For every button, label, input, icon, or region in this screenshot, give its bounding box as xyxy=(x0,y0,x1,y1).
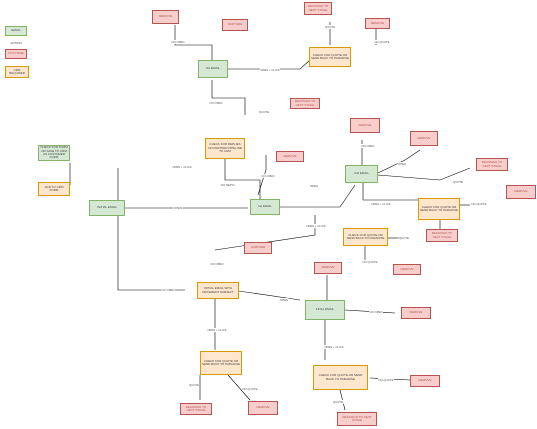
node-check-reply: CHECK FOR REPLIES ON PARTNER PIPELINE TO… xyxy=(205,138,245,159)
node-remove-final: REMOVE xyxy=(401,307,431,319)
edge-label: OPEN + CLICK xyxy=(259,68,281,72)
node-nurture-top: NURTURE xyxy=(222,19,248,31)
edge-label: OPEN xyxy=(397,162,407,166)
edge-label: NO REPLY xyxy=(220,183,236,187)
edge-label: QUOTE xyxy=(332,400,344,404)
legend-outcome: OUTCOME xyxy=(5,49,27,59)
node-nurture-mid: NURTURE xyxy=(244,242,272,254)
node-next-stage-r2: REASSIGN TO NEXT STAGE xyxy=(426,229,458,242)
node-remove-top-right: REMOVE xyxy=(365,18,390,29)
node-initial-email: INITIAL EMAIL xyxy=(89,200,125,216)
edge-label: NO QUOTE xyxy=(374,40,390,44)
connector xyxy=(362,183,420,201)
edge-label: OPEN + CLICK xyxy=(323,345,345,349)
edge-label: NO OPEN xyxy=(210,262,224,266)
edge-label: OPEN + CLICK xyxy=(206,328,228,332)
connector xyxy=(377,167,471,181)
node-remove-br: REMOVE xyxy=(410,375,440,387)
node-check-quote-br: CHECK FOR QUOTE OR SEND BACK TO PARADISE xyxy=(313,365,368,390)
node-add-crm: ADD TO CRM FORM xyxy=(38,182,70,196)
edge-label: NO OPEN xyxy=(261,174,275,178)
edge-label: NO OPEN xyxy=(171,40,185,44)
connector xyxy=(257,155,267,196)
node-2nd-email: 2nd EMAIL xyxy=(345,165,378,183)
node-next-stage-mid: REASSIGN TO NEXT STAGE xyxy=(290,98,320,109)
connector xyxy=(231,289,301,301)
edge-label: NO QUOTE xyxy=(378,378,394,382)
node-check-quote-r: CHECK FOR QUOTE OR SEND BACK TO PARADISE xyxy=(418,198,460,220)
edge-label: OPEN + CLICK xyxy=(171,165,193,169)
node-next-stage-bl: REASSIGN TO NEXT STAGE xyxy=(180,403,212,415)
edge-label: NO OPEN xyxy=(209,101,223,105)
legend-email: EMAIL xyxy=(5,26,27,36)
edge-label: NO OPEN xyxy=(161,288,175,292)
edge-label: QUOTE xyxy=(188,383,200,387)
legend-action: ACTION xyxy=(10,40,22,45)
node-remove-far: REMOVE xyxy=(506,185,536,199)
connector xyxy=(211,80,246,115)
edge-label: NO OPEN xyxy=(369,310,383,314)
edge-label: QUOTE xyxy=(258,110,270,114)
edge-label: QUOTE xyxy=(398,236,410,240)
edge-label: NO QUOTE xyxy=(362,260,378,264)
connector xyxy=(174,25,213,60)
edge-label: NO OPEN xyxy=(361,144,375,148)
edge-label: QUOTE xyxy=(452,180,464,184)
node-remove-r1: REMOVE xyxy=(350,118,380,133)
edge-label: OPEN xyxy=(309,184,319,188)
edge-label: NO QUOTE xyxy=(471,202,487,206)
node-remove-mid: REMOVE xyxy=(276,151,304,162)
connector xyxy=(227,374,251,401)
connector xyxy=(377,149,421,174)
node-next-stage-r: REASSIGN TO NEXT STAGE xyxy=(476,158,508,171)
edge-label: OPEN + CLICK xyxy=(305,224,327,228)
node-next-stage-br: REASSIGN TO NEXT STAGE xyxy=(337,412,377,426)
node-remove-m3: REMOVE xyxy=(393,264,421,275)
node-check-quote-top: CHECK FOR QUOTE OR SEND BACK TO PARADISE xyxy=(309,47,351,67)
node-remove-r2: REMOVE xyxy=(410,131,438,146)
edge-label: QUOTE xyxy=(324,25,336,29)
node-check-quote-bl: CHECK FOR QUOTE OR SEND BACK TO PARADISE xyxy=(200,351,242,375)
connector xyxy=(224,140,261,200)
node-remove-m2: REMOVE xyxy=(314,262,342,274)
node-remove-bl: REMOVE xyxy=(248,401,278,415)
node-next-stage-top: REASSIGN TO NEXT STAGE xyxy=(304,2,332,15)
node-3rd-email: 3rd EMAIL xyxy=(198,60,228,78)
connector xyxy=(117,168,185,291)
node-diff-subject: INITIAL EMAIL WITH DIFFERENT SUBJECT xyxy=(197,282,239,299)
node-check-quote-mid: CHECK FOR QUOTE OR SEND BACK TO PARADISE xyxy=(343,228,388,246)
edge-label: OPEN xyxy=(173,206,183,210)
edge-label: NO QUOTE xyxy=(242,387,258,391)
node-1st-email: 1st EMAIL xyxy=(250,199,280,215)
edge-label: OPEN + CLICK xyxy=(370,202,392,206)
legend-crm: CRM REQUIRED xyxy=(5,66,29,78)
node-final-email: FINAL EMAIL xyxy=(305,300,345,320)
node-crm-form: CHECK FOR FORM OR SAVE TO CRM AS CUSTOME… xyxy=(38,145,70,161)
connector xyxy=(280,184,356,208)
edge-label: OPEN xyxy=(279,298,289,302)
connector xyxy=(228,59,311,70)
node-remove-top: REMOVE xyxy=(152,10,179,24)
